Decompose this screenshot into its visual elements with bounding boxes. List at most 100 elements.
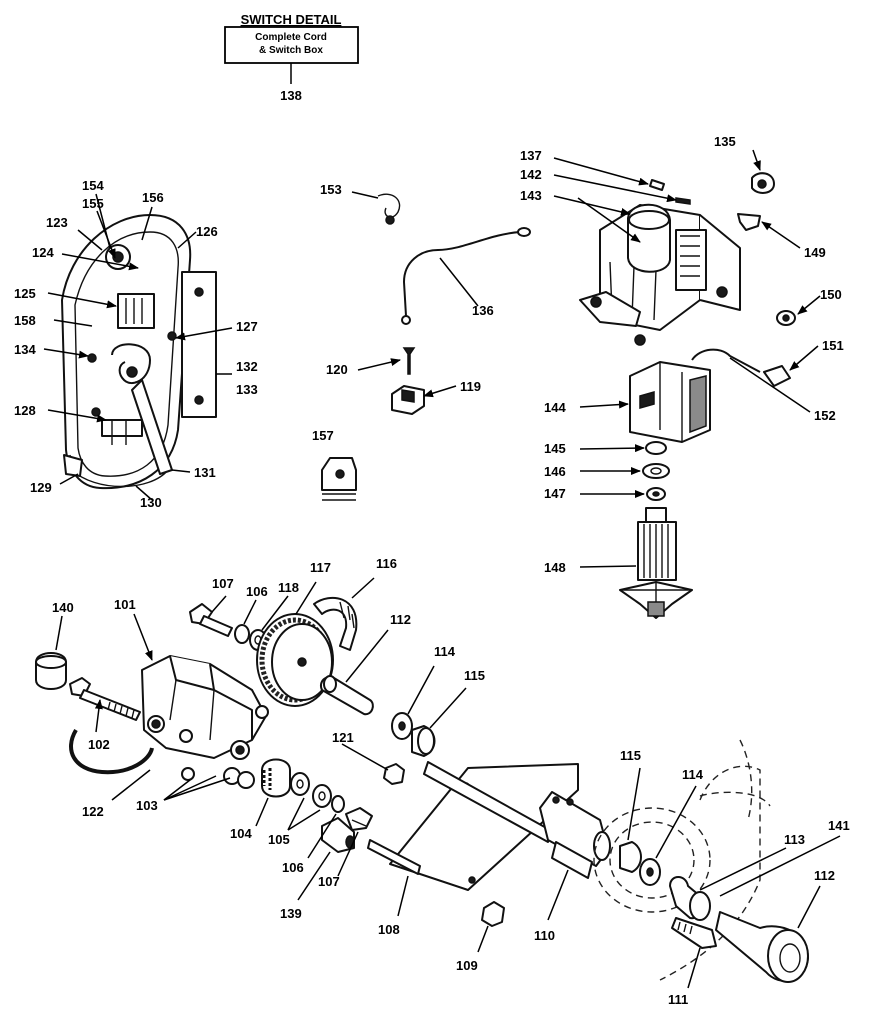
washer-146: [642, 463, 670, 479]
callout-126: 126: [196, 224, 218, 239]
callout-156: 156: [142, 190, 164, 205]
callout-143: 143: [520, 188, 542, 203]
housing-inner-wall: [74, 231, 179, 477]
callout-106-bottom: 106: [282, 860, 304, 875]
gear-117: [256, 613, 334, 707]
callout-115-top: 115: [464, 668, 485, 683]
callout-109: 109: [456, 958, 478, 973]
callout-151: 151: [822, 338, 844, 353]
callout-122: 122: [82, 804, 104, 819]
callout-114-top: 114: [434, 644, 456, 659]
retaining-ring-122: [69, 728, 154, 775]
callout-106-top: 106: [246, 584, 268, 599]
callout-157: 157: [312, 428, 334, 443]
callout-119: 119: [460, 379, 481, 394]
callout-125: 125: [14, 286, 36, 301]
switch-detail-title: SWITCH DETAIL: [241, 12, 342, 27]
switch-detail-part-number: 138: [280, 88, 302, 103]
switch-screw-120: [402, 347, 416, 375]
callout-105: 105: [268, 832, 290, 847]
callout-128: 128: [14, 403, 36, 418]
callout-112-top: 112: [390, 612, 411, 627]
washer-106-bottom: [331, 795, 345, 813]
callout-110: 110: [534, 928, 555, 943]
washer-105b: [312, 784, 332, 808]
seal-116: [313, 596, 358, 651]
switch-detail-line1: Complete Cord: [255, 32, 327, 43]
washer-105a: [290, 772, 310, 796]
armature-148: [619, 507, 693, 619]
callout-118: 118: [278, 580, 299, 595]
bearing-115-bottom: [619, 841, 642, 873]
callout-145: 145: [544, 441, 566, 456]
callout-153: 153: [320, 182, 342, 197]
callout-108: 108: [378, 922, 400, 937]
switch-detail-callout: SWITCH DETAIL Complete Cord & Switch Box…: [224, 12, 359, 103]
blade-guard-outline: [593, 807, 711, 913]
callout-124: 124: [32, 245, 54, 260]
callout-129: 129: [30, 480, 52, 495]
small-parts: [321, 193, 531, 501]
switch-bracket: [101, 419, 143, 437]
callout-142: 142: [520, 167, 542, 182]
callout-127: 127: [236, 319, 258, 334]
callout-158: 158: [14, 313, 36, 328]
callout-114-bottom: 114: [682, 767, 704, 782]
callout-107-top: 107: [212, 576, 234, 591]
switch-detail-box: [224, 26, 359, 64]
callout-123: 123: [46, 215, 68, 230]
cord-clamp: [111, 343, 151, 385]
callout-113: 113: [784, 832, 805, 847]
part-142-screw: [675, 197, 691, 205]
lead-wire-136: [402, 231, 521, 317]
part-149-clip: [737, 213, 761, 231]
callout-150: 150: [820, 287, 842, 302]
callout-154: 154: [82, 178, 104, 193]
part-137-pin: [649, 179, 665, 191]
callout-135: 135: [714, 134, 736, 149]
callout-144: 144: [544, 400, 566, 415]
callout-152: 152: [814, 408, 836, 423]
callout-155: 155: [82, 196, 104, 211]
callout-120: 120: [326, 362, 348, 377]
cord-strain-relief: [131, 379, 173, 475]
callout-130: 130: [140, 495, 162, 510]
callout-112-bottom: 112: [814, 868, 835, 883]
part-151-terminal: [763, 365, 791, 387]
plate-screw-icon: [194, 395, 204, 405]
callout-121: 121: [332, 730, 354, 745]
gear-case-assembly: [35, 596, 809, 983]
callout-115-bottom: 115: [620, 748, 641, 763]
callout-134: 134: [14, 342, 36, 357]
callout-103: 103: [136, 798, 158, 813]
callout-146: 146: [544, 464, 566, 479]
switch-detail-line2: & Switch Box: [259, 45, 323, 56]
callout-136: 136: [472, 303, 494, 318]
callout-102: 102: [88, 737, 110, 752]
washer-106-top: [234, 624, 250, 644]
nut-109: [481, 901, 505, 927]
terminal-block: [117, 293, 155, 329]
nut-121: [383, 763, 405, 785]
callout-131: 131: [194, 465, 216, 480]
pinion-104: [261, 758, 291, 798]
callout-147: 147: [544, 486, 566, 501]
plate-screw-icon: [194, 287, 204, 297]
callout-148: 148: [544, 560, 566, 575]
callout-133: 133: [236, 382, 258, 397]
part-152-lead: [691, 348, 761, 373]
washer-145: [645, 441, 667, 455]
callout-101: 101: [114, 597, 136, 612]
callout-139: 139: [280, 906, 302, 921]
callout-132: 132: [236, 359, 258, 374]
housing-bottom-bracket: [63, 454, 83, 477]
leader-lines: [43, 149, 841, 989]
motor-housing-assembly: [61, 214, 217, 490]
wire-connector-153: [377, 193, 401, 218]
callout-149: 149: [804, 245, 826, 260]
callout-104: 104: [230, 826, 252, 841]
bolt-111: [671, 917, 717, 949]
callout-140: 140: [52, 600, 74, 615]
bolt-107-bottom: [345, 807, 373, 831]
